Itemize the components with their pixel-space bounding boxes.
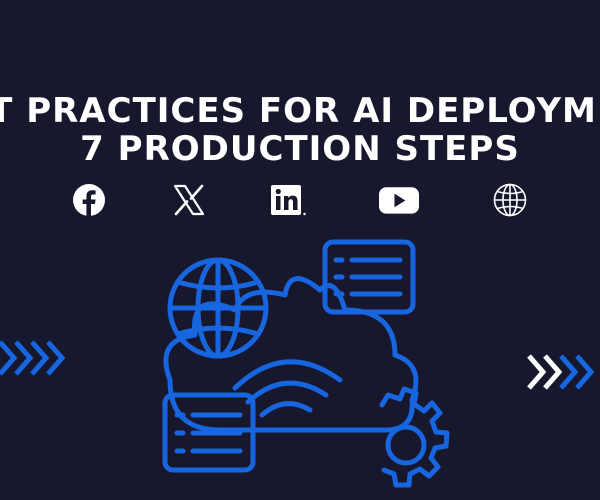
- globe-icon: [493, 183, 527, 217]
- x-link[interactable]: [169, 180, 209, 220]
- social-links: [0, 180, 600, 222]
- x-icon: [173, 184, 205, 216]
- chevrons-right-icon: [527, 354, 595, 390]
- facebook-icon: [73, 184, 105, 217]
- server-panel-bottom-icon: [162, 392, 256, 473]
- linkedin-icon: [271, 185, 306, 216]
- website-link[interactable]: [490, 180, 530, 220]
- server-panel-top-icon: [322, 239, 416, 315]
- globe-icon: [167, 257, 269, 359]
- facebook-link[interactable]: [69, 180, 109, 220]
- gear-icon: [379, 386, 450, 488]
- title-line-1: BEST PRACTICES FOR AI DEPLOYMENT:: [0, 91, 600, 131]
- wifi-icon: [232, 359, 343, 418]
- youtube-link[interactable]: [379, 180, 419, 220]
- chevrons-left-icon: [0, 340, 66, 376]
- cloud-network-illustration: [162, 239, 450, 488]
- youtube-icon: [379, 187, 419, 214]
- title-line-2: 7 PRODUCTION STEPS: [80, 129, 520, 169]
- linkedin-link[interactable]: [269, 180, 309, 220]
